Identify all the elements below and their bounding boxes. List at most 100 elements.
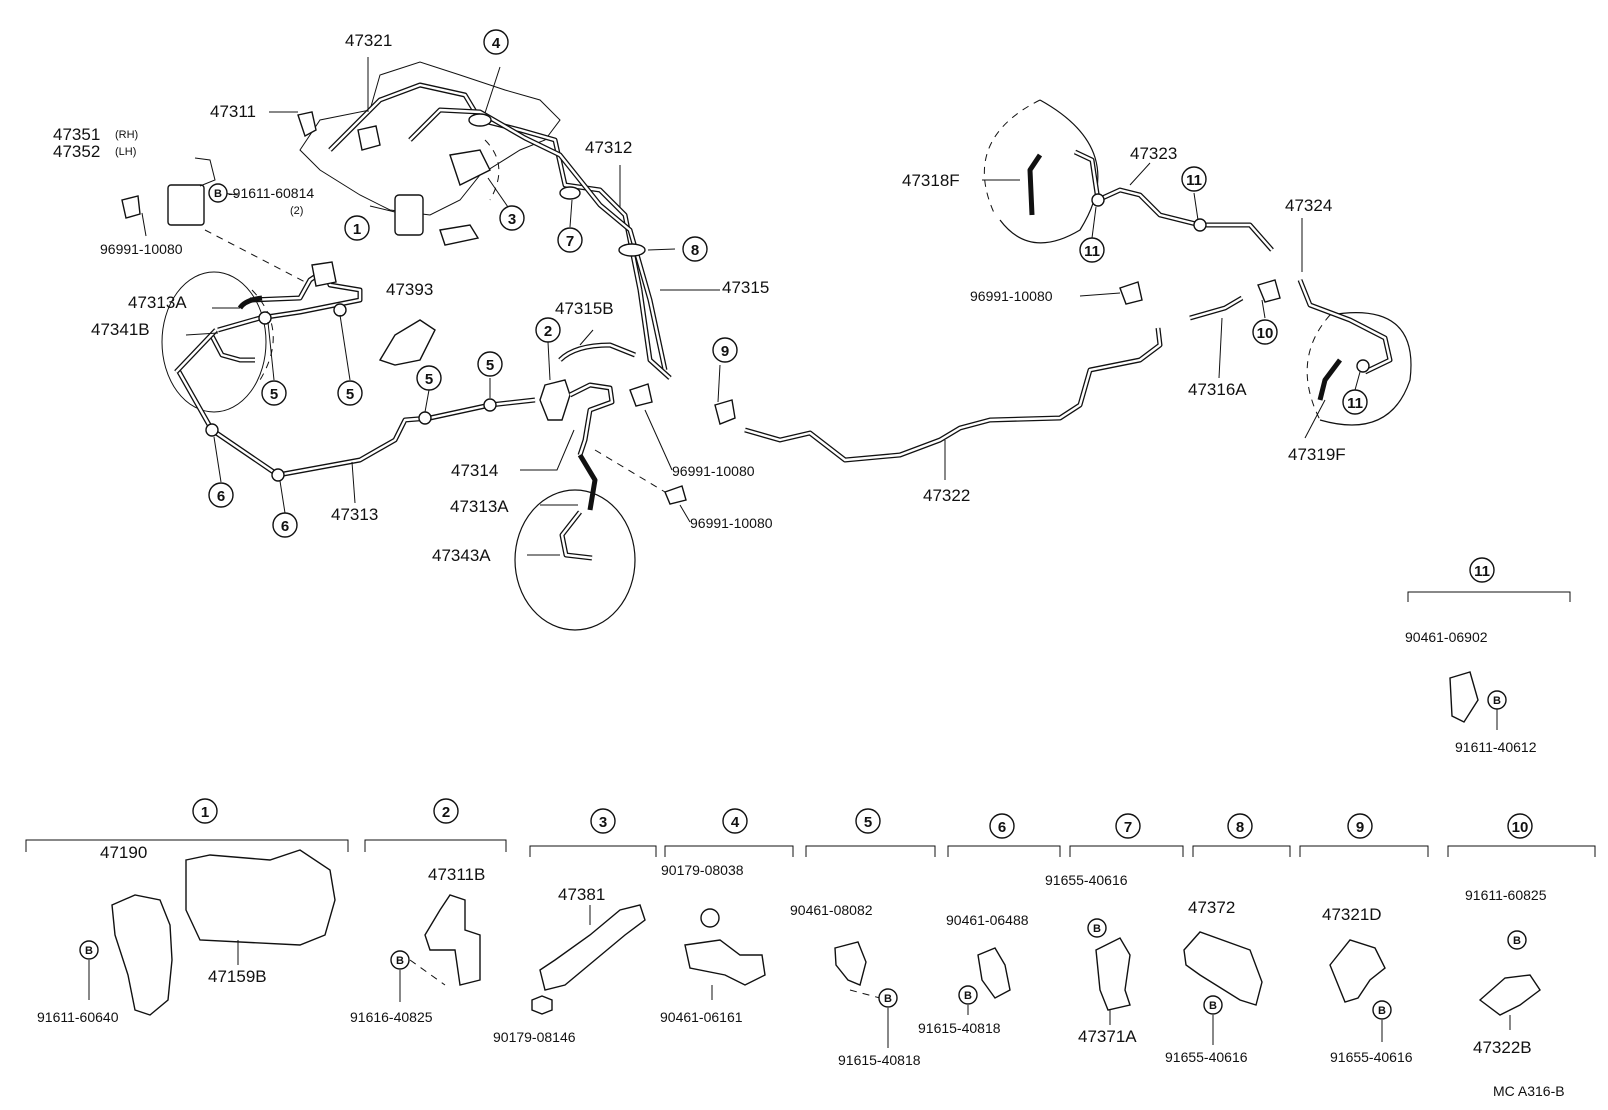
- label-47318F: 47318F: [902, 171, 960, 190]
- label-47312: 47312: [585, 138, 632, 157]
- svg-text:B: B: [214, 188, 222, 200]
- clamp-7: [559, 186, 581, 200]
- g5-clamp: [834, 941, 867, 986]
- svg-text:6: 6: [281, 518, 289, 535]
- label-96991-c: 96991-10080: [690, 515, 773, 531]
- label-47324: 47324: [1285, 196, 1332, 215]
- group-9: 9 47321D B 91655-40616: [1299, 813, 1429, 1065]
- wheel-outlines: [161, 99, 1412, 631]
- label-47341B: 47341B: [91, 320, 150, 339]
- g1-label-47159B: 47159B: [208, 967, 267, 986]
- g7-clamp: [1095, 937, 1131, 1011]
- clip-96991-d: [1119, 281, 1143, 305]
- group-10-callout: 10: [1507, 813, 1533, 839]
- svg-text:5: 5: [270, 386, 278, 403]
- svg-text:11: 11: [1474, 563, 1490, 580]
- g1-proportioning-valve: [111, 894, 173, 1016]
- g8-clamp: [1183, 931, 1263, 1006]
- callout-6-a: 6: [208, 482, 234, 508]
- g9-label-91655-40616: 91655-40616: [1330, 1049, 1413, 1065]
- master-cylinder-area: [297, 61, 672, 380]
- svg-text:11: 11: [1084, 243, 1100, 260]
- callout-2: 2: [535, 317, 561, 343]
- joint-6a: [205, 423, 219, 437]
- svg-text:4: 4: [492, 35, 501, 52]
- g11-clip: [1449, 671, 1479, 723]
- joint-5a: [258, 311, 272, 325]
- g6-label-90461-06488: 90461-06488: [946, 912, 1029, 928]
- front-left-rotor: [161, 271, 267, 413]
- svg-text:8: 8: [691, 242, 699, 259]
- callout-b-top: B: [208, 183, 228, 203]
- fitting-top: [311, 261, 337, 287]
- clip-96991-a: [121, 195, 141, 219]
- clamp-4: [468, 113, 492, 127]
- master-cylinder-body: [299, 61, 561, 216]
- clip-96991-b: [629, 383, 653, 407]
- label-47319F: 47319F: [1288, 445, 1346, 464]
- joint-6b: [271, 468, 285, 482]
- callout-8: 8: [682, 236, 708, 262]
- label-96991-d: 96991-10080: [970, 288, 1053, 304]
- fitting-47311: [297, 111, 317, 138]
- g3-nut: [531, 995, 553, 1015]
- g5-bolt-b: B: [878, 988, 898, 1008]
- g4-clamp: [684, 939, 766, 986]
- group-8: 8 47372 B 91655-40616: [1165, 813, 1291, 1065]
- label-47315B: 47315B: [555, 299, 614, 318]
- joint-5c: [418, 411, 432, 425]
- label-96991-b: 96991-10080: [672, 463, 755, 479]
- group-4: 4 90179-08038 90461-06161: [660, 808, 794, 1025]
- hose-47319F: [1317, 358, 1342, 401]
- svg-text:B: B: [396, 955, 404, 967]
- g1-label-47190: 47190: [100, 843, 147, 862]
- g1-label-91611-60640: 91611-60640: [37, 1009, 119, 1025]
- drawing-code: MC A316-B: [1493, 1083, 1565, 1099]
- label-47321: 47321: [345, 31, 392, 50]
- label-47351: 47351: [53, 125, 100, 144]
- g3-label-47381: 47381: [558, 885, 605, 904]
- g9-bolt-b: B: [1372, 1000, 1392, 1020]
- g11-label-91611-40612: 91611-40612: [1455, 739, 1537, 755]
- label-qty2: (2): [290, 205, 303, 217]
- g10-bolt-b: B: [1507, 930, 1527, 950]
- group-9-callout: 9: [1347, 813, 1373, 839]
- callout-5-b: 5: [337, 380, 363, 406]
- group-3-callout: 3: [590, 808, 616, 834]
- label-47393: 47393: [386, 280, 433, 299]
- callout-5-d: 5: [477, 351, 503, 377]
- part-labels: 47321 47311 47351 (RH) 47352 (LH) -91611…: [53, 31, 1346, 565]
- callout-11-c: 11: [1342, 389, 1368, 415]
- g5-label-91615-40818: 91615-40818: [838, 1052, 921, 1068]
- label-47313A-mid: 47313A: [450, 497, 509, 516]
- g2-label-47311B: 47311B: [428, 865, 485, 884]
- dashed-3-loop: [484, 139, 500, 201]
- g9-clamp: [1329, 939, 1386, 1003]
- pipe-47314: [568, 382, 615, 456]
- callout-4: 4: [483, 29, 509, 55]
- callout-9: 9: [712, 337, 738, 363]
- group-1: 1 47190 B 91611-60640 47159B: [25, 798, 349, 1025]
- pipe-47322: [744, 327, 1163, 463]
- rear-left-rotor-dashed: [983, 99, 1041, 216]
- g7-label-47371A: 47371A: [1078, 1027, 1137, 1046]
- g4-nut: [700, 908, 720, 928]
- label-rh: (RH): [115, 129, 138, 141]
- svg-text:8: 8: [1236, 819, 1244, 836]
- svg-text:3: 3: [508, 211, 516, 228]
- joint-5d: [483, 398, 497, 412]
- g3-bracket: [539, 904, 646, 991]
- svg-text:B: B: [1093, 923, 1101, 935]
- proportioning-valve-small: [357, 125, 381, 151]
- callout-1: 1: [344, 215, 370, 241]
- clamp-8: [618, 243, 646, 257]
- joint-11b: [1193, 218, 1207, 232]
- callout-11-a: 11: [1079, 237, 1105, 263]
- g1-bolt-b: B: [79, 940, 99, 960]
- group-7: 7 91655-40616 B 47371A: [1045, 813, 1184, 1046]
- group-2: 2 47311B B 91616-40825: [350, 798, 507, 1025]
- g10-tee: [1478, 974, 1541, 1016]
- rear-main-line: [744, 279, 1281, 463]
- callout-10: 10: [1252, 319, 1278, 345]
- svg-text:10: 10: [1512, 819, 1529, 836]
